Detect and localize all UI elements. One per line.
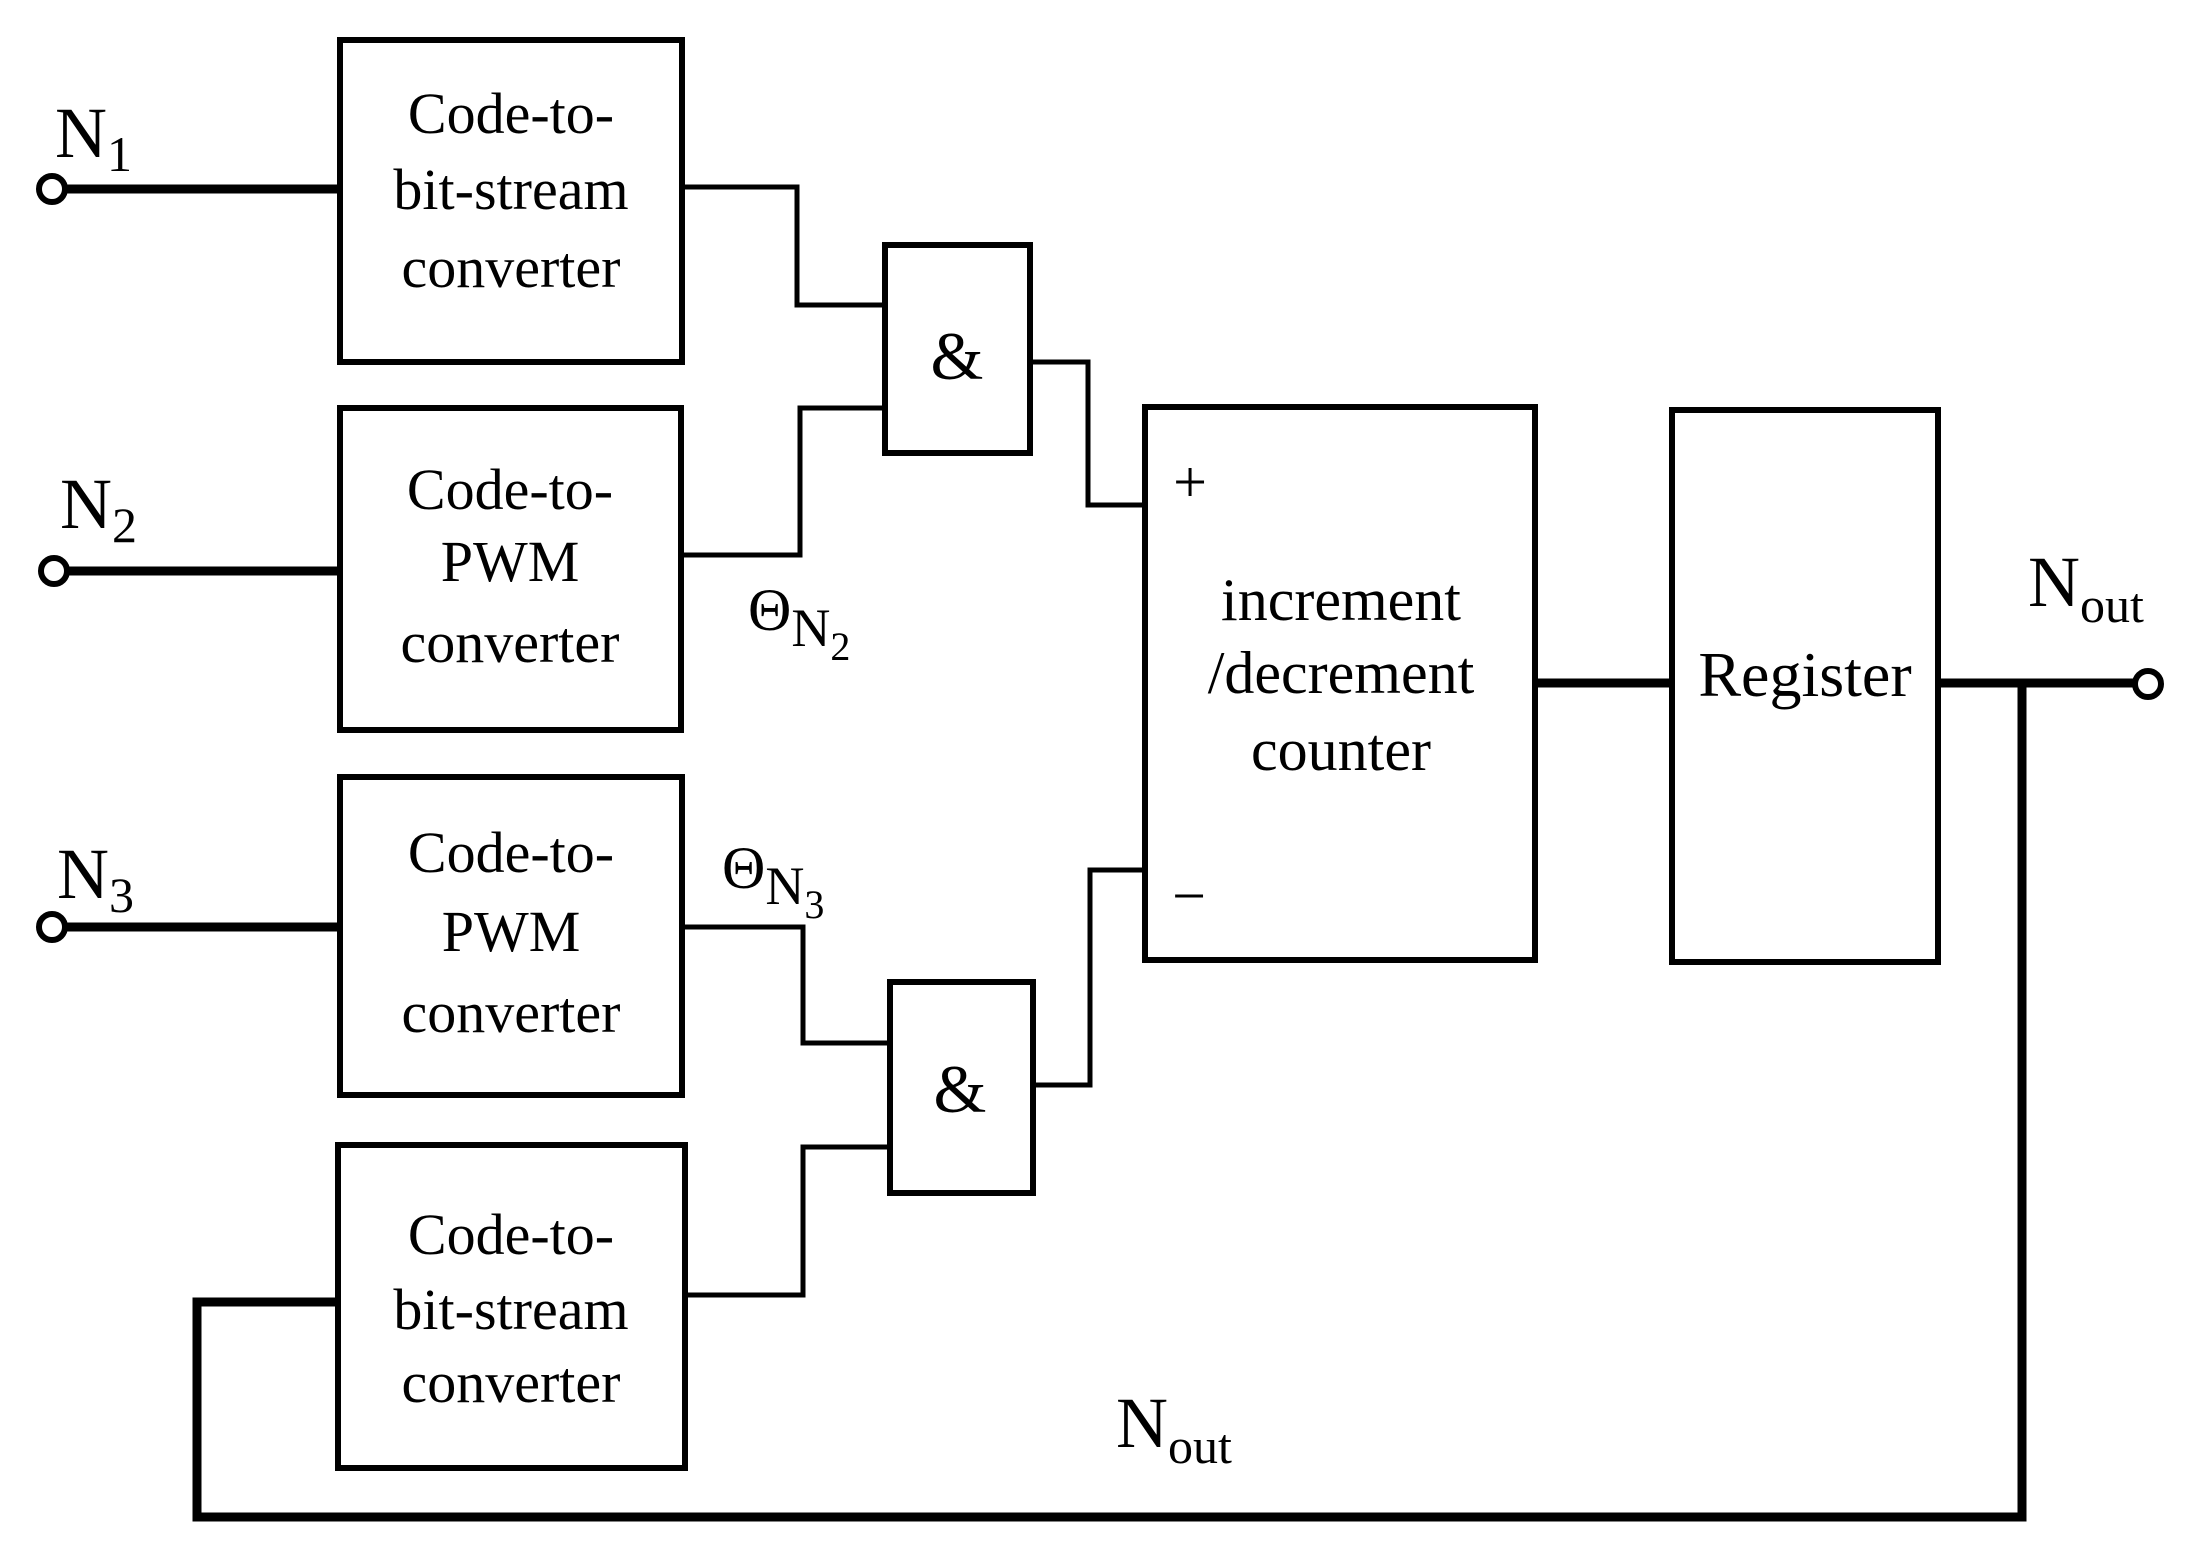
code-to-pwm-converter-3-box — [337, 774, 685, 1098]
n3-label: N3 — [57, 834, 134, 923]
converter2-label-line-3: converter — [401, 610, 620, 675]
code-to-pwm-converter-2-box — [337, 405, 684, 733]
counter-plus-sign: + — [1173, 449, 1207, 515]
nout-bottom-label: Nout — [1116, 1383, 1232, 1474]
converter4-label-line-1: Code-to- — [408, 1202, 614, 1267]
and1-to-counter-plus-wire — [1030, 359, 1145, 508]
and-gate-2-symbol: & — [934, 1051, 987, 1127]
converter1-label-line-2: bit-stream — [393, 157, 628, 222]
increment-decrement-counter-box — [1142, 404, 1538, 963]
converter2-to-and1-wire — [681, 405, 885, 558]
converter2-label-line-1: Code-to- — [407, 457, 613, 522]
and-gate-2-box — [887, 979, 1036, 1196]
counter-label-line-3: counter — [1251, 717, 1431, 783]
counter-minus-sign: − — [1172, 863, 1206, 929]
converter3-label-line-3: converter — [402, 980, 621, 1045]
n3-terminal — [36, 911, 68, 943]
converter3-label-line-1: Code-to- — [408, 820, 614, 885]
n1-label: N1 — [55, 93, 132, 182]
and-gate-1-symbol: & — [931, 318, 984, 394]
nout-terminal — [2132, 668, 2164, 700]
nout-feedback-wire — [192, 683, 2027, 1522]
and2-to-counter-minus-wire — [1033, 867, 1145, 1088]
converter1-label-line-1: Code-to- — [408, 81, 614, 146]
n2-label: N2 — [60, 464, 137, 553]
code-to-bitstream-converter-4-box — [335, 1142, 688, 1471]
converter3-label-line-2: PWM — [442, 899, 581, 964]
n1-terminal — [36, 173, 68, 205]
converter4-label-line-2: bit-stream — [393, 1277, 628, 1342]
converter1-label-line-3: converter — [402, 235, 621, 300]
register-label: Register — [1698, 639, 1911, 710]
n2-terminal — [38, 555, 70, 587]
nout-right-label: Nout — [2028, 542, 2144, 633]
converter4-label-line-3: converter — [402, 1350, 621, 1415]
theta-n3-label: ΘN3 — [722, 835, 824, 927]
converter2-label-line-2: PWM — [441, 529, 580, 594]
converter1-to-and1-wire — [682, 184, 885, 308]
code-to-bitstream-converter-1-box — [337, 37, 685, 365]
counter-label-line-2: /decrement — [1208, 640, 1475, 706]
register-box — [1669, 407, 1941, 965]
and-gate-1-box — [882, 242, 1033, 456]
converter4-to-and2-wire — [685, 1144, 890, 1298]
theta-n2-label: ΘN2 — [748, 577, 850, 669]
converter3-to-and2-wire — [682, 924, 890, 1046]
counter-label-line-1: increment — [1221, 567, 1461, 633]
